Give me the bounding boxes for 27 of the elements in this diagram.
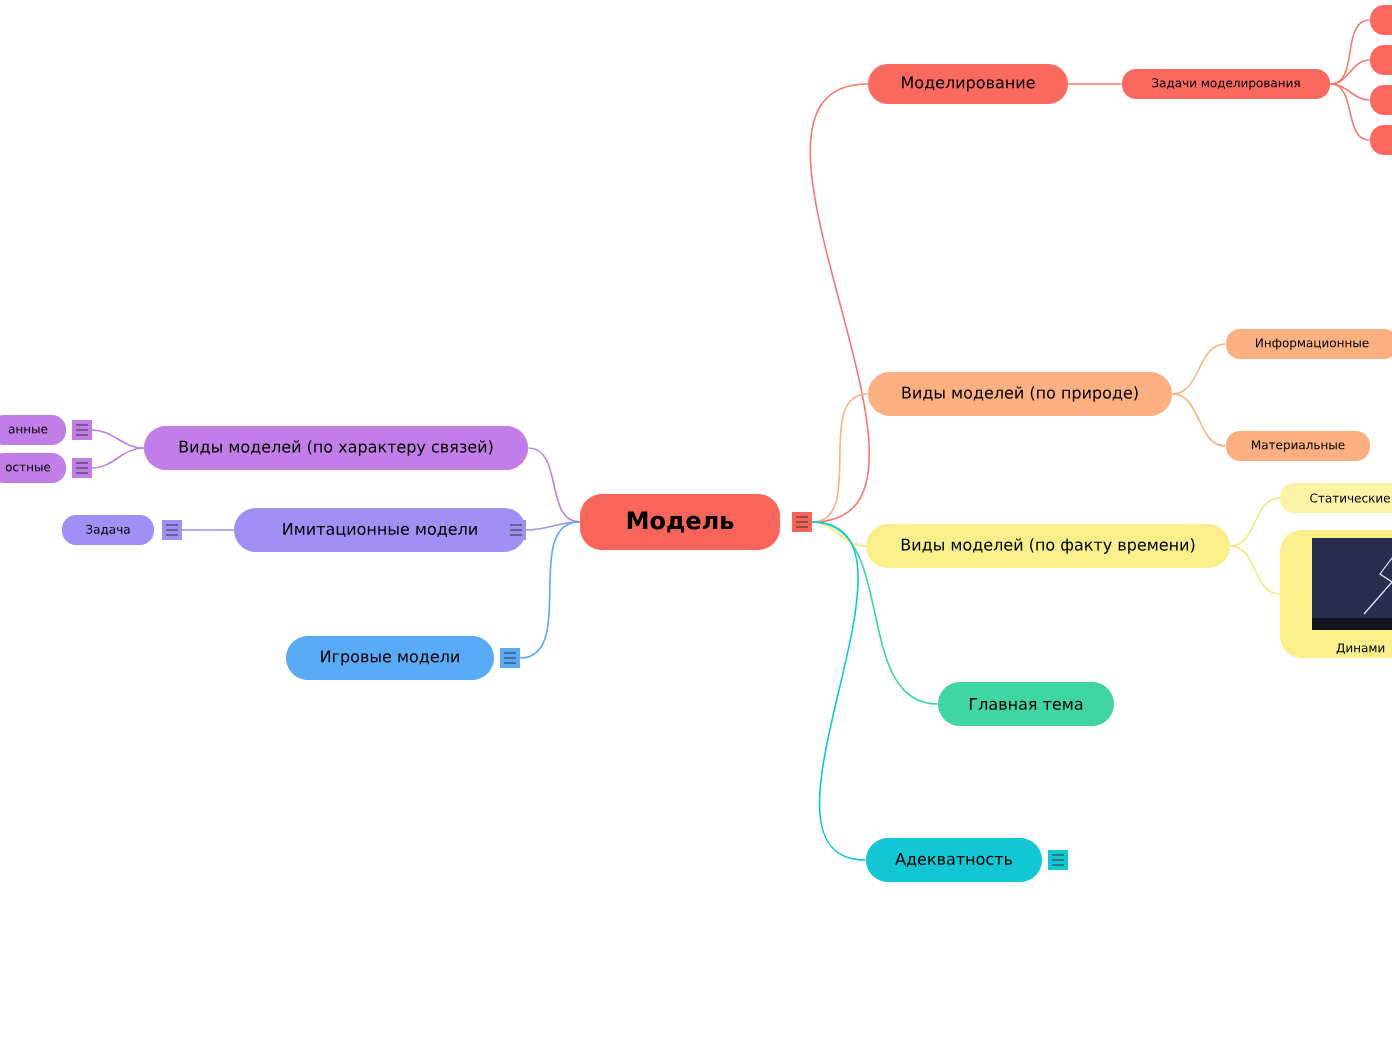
- connector: [91, 447, 145, 469]
- connector: [809, 83, 871, 523]
- empty-box: [1370, 45, 1392, 75]
- connector: [1067, 83, 1123, 85]
- subtopic-box: Виды моделей (по характеру связей): [144, 426, 528, 470]
- empty-box: [1370, 5, 1392, 35]
- topic-box: Модель: [580, 494, 812, 550]
- connector: [525, 521, 581, 531]
- empty-box: [1370, 85, 1392, 115]
- connector: [1329, 59, 1371, 85]
- connector: [91, 429, 145, 449]
- connector: [1229, 545, 1281, 595]
- subtopic-box: Виды моделей (по природе): [868, 372, 1172, 416]
- subtopic-box: Игровые модели: [286, 636, 520, 680]
- empty-box: [1370, 125, 1392, 155]
- connector: [1171, 393, 1227, 447]
- connector: [1171, 343, 1227, 395]
- subtopic-box: Адекватность: [866, 838, 1068, 882]
- subtopic-box: Виды моделей (по факту времени): [866, 524, 1230, 568]
- subtopic-box: Главная тема: [938, 682, 1114, 726]
- subtopic-box: Имитационные модели: [234, 508, 526, 552]
- connector: [811, 521, 867, 861]
- connector: [519, 521, 581, 659]
- subtopic-box: Моделирование: [868, 64, 1068, 104]
- connector: [181, 529, 235, 531]
- connector: [1229, 497, 1281, 547]
- connector: [1329, 83, 1371, 141]
